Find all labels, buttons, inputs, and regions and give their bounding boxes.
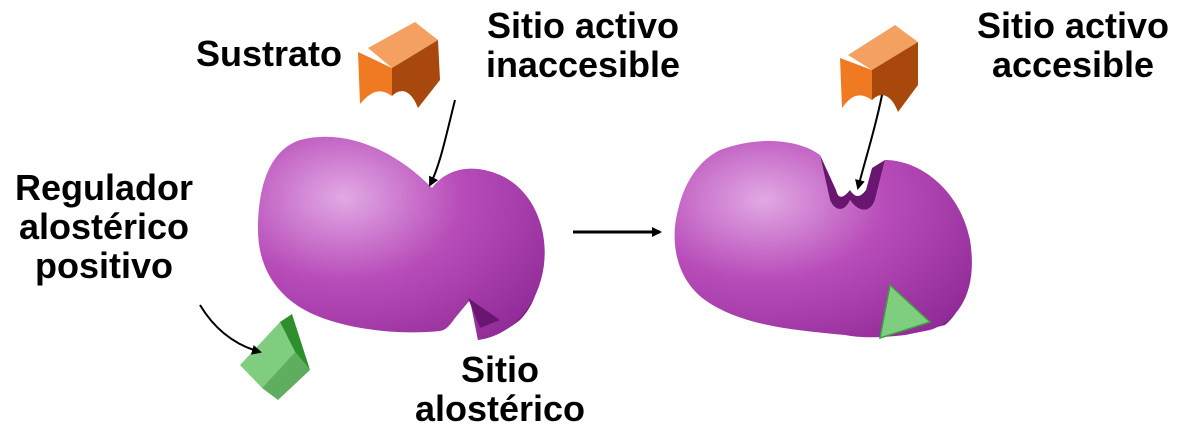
enzyme-inactive [258, 137, 545, 340]
arrow-regulator [200, 305, 260, 352]
enzyme-inactive-body [258, 137, 545, 340]
label-substrate: Sustrato [196, 34, 342, 73]
label-line: accesible [960, 45, 1186, 84]
label-line: Sitio [400, 350, 600, 389]
enzyme-active-body [675, 141, 972, 337]
substrate-right [840, 25, 918, 112]
label-line: positivo [4, 246, 204, 285]
label-line: Sitio activo [960, 6, 1186, 45]
regulator-free [240, 314, 310, 400]
label-line: Regulador [4, 168, 204, 207]
label-line: Sitio activo [470, 6, 696, 45]
label-active-site-inaccessible: Sitio activo inaccesible [470, 6, 696, 84]
label-line: alostérico [4, 207, 204, 246]
label-line: inaccesible [470, 45, 696, 84]
label-positive-allosteric-regulator: Regulador alostérico positivo [4, 168, 204, 285]
arrow-inaccessible-site [430, 100, 455, 185]
substrate-left [358, 22, 440, 108]
label-allosteric-site: Sitio alostérico [400, 350, 600, 427]
label-substrate-text: Sustrato [196, 34, 342, 73]
label-line: alostérico [400, 389, 600, 427]
label-active-site-accessible: Sitio activo accesible [960, 6, 1186, 84]
enzyme-active [675, 141, 972, 338]
